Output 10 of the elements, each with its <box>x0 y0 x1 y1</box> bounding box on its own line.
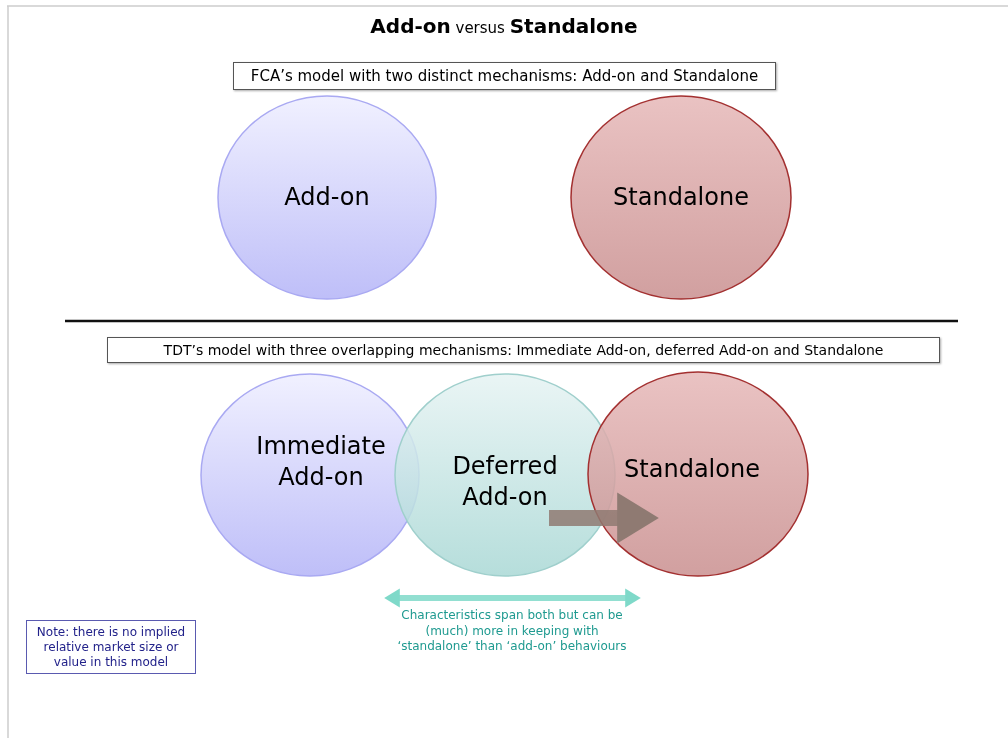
annotation-text: Characteristics span both but can be (much) more in keeping with ‘standalone’ than ‘add-on’ behaviours <box>396 608 628 655</box>
caption-box: FCA’s model with two distinct mechanisms: Add-on and Standalone <box>233 62 776 90</box>
mechanism-circle: Add-on <box>217 95 437 300</box>
block-arrow <box>549 492 659 544</box>
double-arrow <box>384 588 641 608</box>
mechanism-circle: Standalone <box>570 95 792 300</box>
note-box: Note: there is no implied relative market size or value in this model <box>26 620 196 674</box>
title-text: Add-on versus Standalone <box>370 14 638 38</box>
caption-box: TDT’s model with three overlapping mechanisms: Immediate Add-on, deferred Add-on and Standalone <box>107 337 940 363</box>
mechanism-circle: Standalone <box>587 371 809 577</box>
